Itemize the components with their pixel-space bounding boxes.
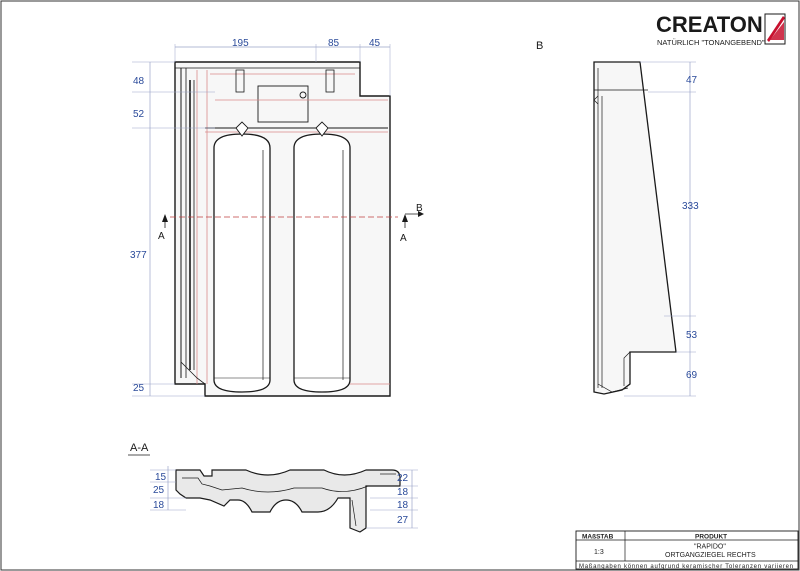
- brand-logo: CREATON NATÜRLICH "TONANGEBEND": [656, 12, 786, 47]
- section-view: 15 25 18 22 18 18 27: [150, 466, 418, 533]
- title-scale-value: 1:3: [594, 549, 604, 556]
- title-product-header: PRODUKT: [695, 534, 727, 541]
- dim-side-333: 333: [682, 201, 699, 212]
- brand-name: CREATON: [656, 12, 763, 37]
- dim-height-48: 48: [133, 76, 145, 87]
- dim-side-53: 53: [686, 330, 698, 341]
- title-block: MAßSTAB PRODUKT 1:3 "RAPIDO" ORTGANGZIEG…: [575, 530, 799, 570]
- section-view-label: A-A: [130, 442, 149, 454]
- section-marker-a-left: A: [158, 231, 165, 242]
- view-marker-b: B: [416, 203, 423, 214]
- brand-slogan: NATÜRLICH "TONANGEBEND": [657, 38, 765, 47]
- dim-height-52: 52: [133, 109, 145, 120]
- dim-section-18a: 18: [397, 487, 409, 498]
- dim-section-27: 27: [397, 515, 409, 526]
- front-left-dimensions: 48 52 377 25: [130, 61, 215, 397]
- front-top-dimensions: 195 85 45: [174, 38, 391, 96]
- title-scale-header: MAßSTAB: [582, 534, 614, 541]
- dim-width-195: 195: [232, 38, 249, 49]
- dim-section-22: 22: [397, 473, 409, 484]
- dim-section-25: 25: [153, 485, 165, 496]
- logo-mark-icon: [764, 13, 786, 45]
- channel-left: [213, 133, 271, 393]
- dim-section-18b: 18: [397, 500, 409, 511]
- side-view-label: B: [536, 40, 543, 52]
- dim-side-69: 69: [686, 370, 698, 381]
- dim-section-15: 15: [155, 472, 167, 483]
- title-footnote: Maßangaben können aufgrund keramischer T…: [579, 564, 793, 570]
- dim-width-85: 85: [328, 38, 340, 49]
- section-profile: [175, 469, 401, 533]
- dim-height-25: 25: [133, 383, 145, 394]
- side-profile: [593, 61, 677, 395]
- channel-right: [293, 133, 351, 393]
- title-product-name: "RAPIDO": [694, 544, 726, 551]
- section-markers: A A B: [158, 203, 424, 244]
- dim-section-18: 18: [153, 500, 165, 511]
- dim-height-377: 377: [130, 250, 147, 261]
- section-marker-a-right: A: [400, 233, 407, 244]
- front-view: [170, 61, 398, 397]
- title-product-desc: ORTGANGZIEGEL RECHTS: [665, 552, 756, 559]
- dim-side-47: 47: [686, 75, 698, 86]
- side-view: 47 333 53 69: [593, 61, 699, 397]
- dim-width-45: 45: [369, 38, 381, 49]
